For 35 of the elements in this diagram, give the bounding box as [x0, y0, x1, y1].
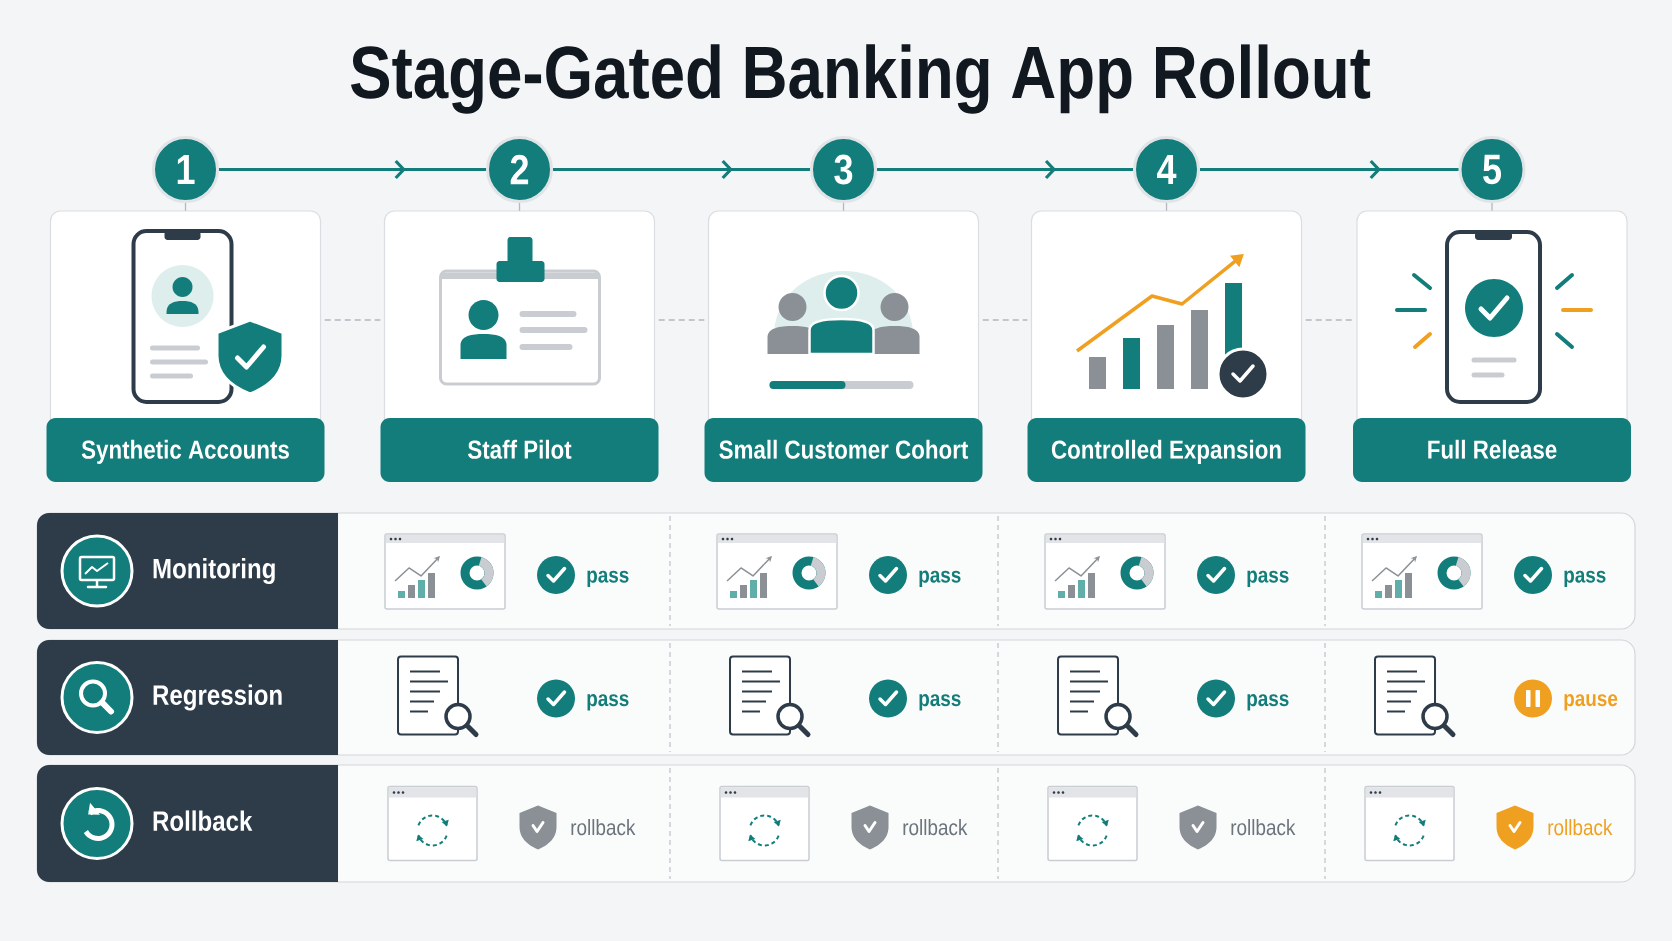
- stage-card: Small Customer Cohort: [704, 210, 983, 482]
- status-text: pass: [1247, 570, 1289, 588]
- step-number: 4: [1133, 136, 1200, 203]
- step-number: 3: [810, 136, 877, 203]
- step-number: 1: [152, 136, 219, 203]
- status-text: rollback: [1548, 819, 1613, 836]
- step-number: 5: [1458, 136, 1526, 203]
- status-text: rollback: [903, 819, 968, 836]
- connector-line: [842, 202, 845, 212]
- dashed-line: [658, 319, 705, 321]
- stage-card: Staff Pilot: [380, 210, 659, 482]
- dashed-line: [324, 319, 381, 321]
- status-text: rollback: [571, 819, 636, 836]
- status-text: pass: [587, 694, 629, 711]
- connector-line: [518, 202, 521, 212]
- status-text: pass: [1247, 694, 1289, 711]
- row-header: Monitoring: [37, 513, 338, 629]
- title: Stage-Gated Banking App Rollout: [350, 44, 1371, 114]
- status-text: pass: [587, 570, 629, 588]
- status-text: pass: [919, 570, 961, 588]
- status-text: pause: [1564, 694, 1618, 711]
- row-header: Rollback: [37, 765, 338, 882]
- stage-card: Controlled Expansion: [1027, 210, 1306, 482]
- connector-line: [184, 202, 187, 212]
- status-text: pass: [919, 694, 961, 711]
- step-number: 2: [486, 136, 553, 203]
- dashed-line: [982, 319, 1028, 321]
- row-header: Regression: [37, 640, 338, 755]
- stage-card: Synthetic Accounts: [46, 210, 325, 482]
- status-text: rollback: [1231, 819, 1296, 836]
- connector-line: [1491, 202, 1493, 212]
- status-text: pass: [1564, 570, 1606, 588]
- connector-line: [1165, 202, 1168, 212]
- dashed-line: [1305, 319, 1354, 321]
- stage-card: Full Release: [1353, 210, 1631, 482]
